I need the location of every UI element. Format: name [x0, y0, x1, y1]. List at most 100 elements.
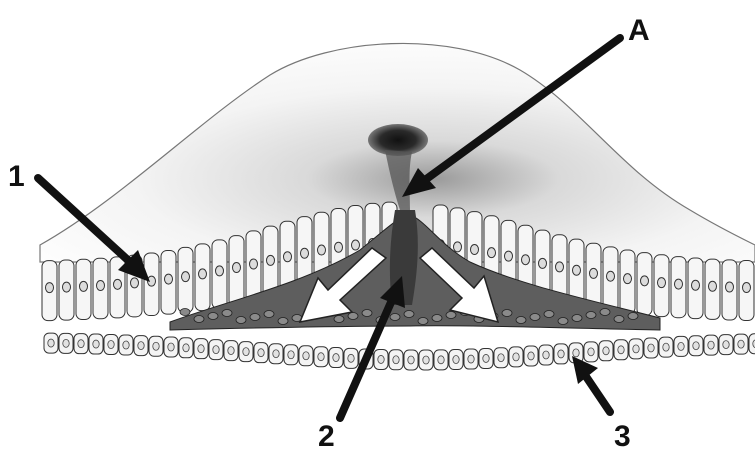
hypoblast-layer [44, 333, 755, 370]
cell-nucleus [438, 356, 444, 364]
mesoderm-cell [586, 312, 596, 319]
cell-nucleus [573, 265, 581, 275]
cell-nucleus [528, 352, 534, 360]
mesoderm-cell [236, 317, 246, 324]
cell-nucleus [483, 354, 489, 362]
mesoderm-cell [404, 311, 414, 318]
cell-nucleus [182, 272, 190, 282]
cell-nucleus [378, 355, 384, 363]
mesoderm-cell [222, 310, 232, 317]
cell-nucleus [522, 255, 530, 265]
cell-nucleus [114, 279, 122, 289]
cell-nucleus [607, 271, 615, 281]
cell-nucleus [658, 278, 666, 288]
label-3: 3 [614, 420, 631, 452]
mesoderm-cell [572, 315, 582, 322]
cell-nucleus [618, 346, 624, 354]
cell-nucleus [48, 339, 54, 347]
cell-nucleus [108, 341, 114, 349]
cell-nucleus [80, 281, 88, 291]
cell-nucleus [709, 281, 717, 291]
cell-nucleus [153, 342, 159, 350]
cell-nucleus [498, 354, 504, 362]
cell-nucleus [505, 251, 513, 261]
cell-nucleus [408, 356, 414, 364]
cell-nucleus [250, 259, 258, 269]
mesoderm-cell [614, 316, 624, 323]
cell-nucleus [488, 248, 496, 258]
cell-nucleus [123, 341, 129, 349]
cell-nucleus [708, 341, 714, 349]
cell-nucleus [213, 346, 219, 354]
cell-nucleus [513, 353, 519, 361]
cell-nucleus [692, 280, 700, 290]
cell-nucleus [738, 340, 744, 348]
cell-nucleus [301, 248, 309, 258]
cell-nucleus [726, 282, 734, 292]
cell-nucleus [573, 349, 579, 357]
mesoderm-cell [516, 317, 526, 324]
cell-nucleus [78, 340, 84, 348]
cell-nucleus [198, 345, 204, 353]
mesoderm-cell [348, 313, 358, 320]
mesoderm-cell [334, 316, 344, 323]
cell-nucleus [693, 342, 699, 350]
label-2: 2 [318, 420, 335, 452]
mesoderm-cell [390, 314, 400, 321]
cell-nucleus [590, 268, 598, 278]
mesoderm-cell [502, 310, 512, 317]
cell-nucleus [556, 262, 564, 272]
cell-nucleus [743, 283, 751, 293]
cell-nucleus [641, 276, 649, 286]
cell-nucleus [648, 344, 654, 352]
cell-nucleus [228, 347, 234, 355]
cell-nucleus [543, 351, 549, 359]
cell-nucleus [633, 345, 639, 353]
mesoderm-cell [544, 311, 554, 318]
mesoderm-cell [432, 315, 442, 322]
cell-nucleus [348, 354, 354, 362]
mesoderm-cell [194, 316, 204, 323]
cell-nucleus [558, 350, 564, 358]
cell-nucleus [183, 344, 189, 352]
cell-nucleus [471, 245, 479, 255]
cell-nucleus [333, 354, 339, 362]
mesoderm-cell [278, 318, 288, 325]
cell-nucleus [284, 252, 292, 262]
cell-nucleus [454, 242, 462, 252]
pointer-3 [572, 356, 610, 412]
mesoderm-cell [600, 309, 610, 316]
cell-nucleus [678, 342, 684, 350]
cell-nucleus [603, 347, 609, 355]
cell-nucleus [267, 255, 275, 265]
label-a: A [628, 14, 650, 47]
cell-nucleus [624, 274, 632, 284]
cell-nucleus [165, 274, 173, 284]
cell-nucleus [423, 356, 429, 364]
mesoderm-cell [530, 314, 540, 321]
cell-nucleus [539, 258, 547, 268]
cell-nucleus [46, 283, 54, 293]
cell-nucleus [663, 343, 669, 351]
cell-nucleus [288, 351, 294, 359]
mesoderm-cell [628, 313, 638, 320]
mesoderm-cell [418, 318, 428, 325]
cell-nucleus [138, 342, 144, 350]
cell-nucleus [393, 356, 399, 364]
cell-nucleus [675, 279, 683, 289]
cell-nucleus [352, 240, 360, 250]
cell-nucleus [233, 263, 241, 273]
cell-nucleus [243, 348, 249, 356]
cell-nucleus [588, 348, 594, 356]
cell-nucleus [216, 266, 224, 276]
mesoderm-cell [446, 312, 456, 319]
cell-nucleus [199, 269, 207, 279]
cell-nucleus [97, 280, 105, 290]
mesoderm-cell [250, 314, 260, 321]
mesoderm-cell [208, 313, 218, 320]
cell-nucleus [131, 278, 139, 288]
cell-nucleus [468, 355, 474, 363]
mesoderm-cell [558, 318, 568, 325]
